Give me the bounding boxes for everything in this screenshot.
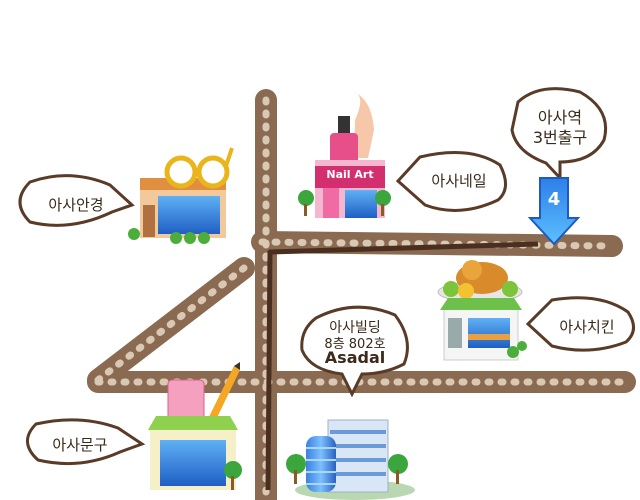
nail-label: 아사네일	[431, 172, 487, 190]
station-name: 아사역	[537, 108, 583, 127]
optical-label: 아사안경	[48, 196, 104, 214]
office-building-icon	[286, 419, 415, 500]
optical-shop[interactable]	[18, 147, 234, 244]
office-building[interactable]	[286, 305, 415, 500]
nail-bubble	[395, 151, 507, 212]
chicken-label: 아사치킨	[559, 318, 615, 336]
optical-bubble	[18, 174, 135, 227]
down-arrow-icon	[527, 177, 581, 246]
chicken-bubble	[525, 296, 635, 352]
building-floor-label: 8층 802호	[324, 337, 386, 352]
glasses-shop-icon	[128, 147, 234, 244]
station-bubble	[510, 87, 607, 182]
station-exit-label: 3번출구	[532, 128, 588, 147]
chicken-shop-icon	[437, 260, 527, 361]
nail-art-sign: Nail Art	[326, 168, 374, 181]
stationery-bubble	[26, 418, 146, 466]
nail-shop-icon	[298, 92, 391, 218]
stationery-shop-icon	[148, 362, 242, 490]
station-exit[interactable]	[510, 87, 607, 246]
stationery-label: 아사문구	[52, 436, 108, 454]
exit-number: 4	[547, 189, 561, 210]
building-name-label: 아사빌딩	[329, 320, 381, 336]
building-bubble	[300, 305, 409, 398]
route-line	[265, 241, 539, 491]
company-name-label: Asadal	[324, 348, 386, 367]
stationery-shop[interactable]	[26, 362, 242, 490]
chicken-shop[interactable]	[437, 260, 635, 361]
nail-shop[interactable]	[298, 92, 507, 218]
